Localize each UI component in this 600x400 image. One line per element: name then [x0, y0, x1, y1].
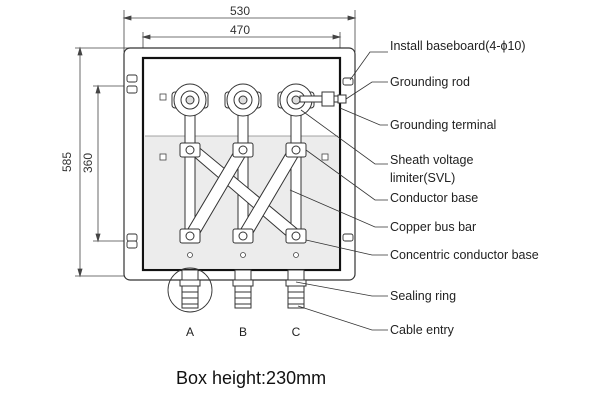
conductor-bases — [179, 142, 307, 158]
concentric-conductor-bases — [179, 228, 307, 244]
outer-width-label: 530 — [230, 4, 250, 18]
cable-entry-b — [232, 269, 254, 309]
phase-label-b: B — [239, 325, 247, 339]
cable-entries — [167, 267, 307, 313]
width-dimensions — [122, 10, 357, 56]
sheath-voltage-limiter-a — [171, 83, 209, 117]
phase-label-a: A — [186, 325, 194, 339]
label-svl-line1: Sheath voltage — [390, 153, 473, 167]
label-grounding-terminal: Grounding terminal — [390, 118, 496, 132]
label-install-baseboard: Install baseboard(4-ϕ10) — [390, 39, 526, 53]
label-copper-bus-bar: Copper bus bar — [390, 220, 476, 234]
box-height-caption: Box height:230mm — [176, 368, 327, 388]
outer-height-label: 585 — [60, 152, 74, 172]
label-svl-line2: limiter(SVL) — [390, 171, 455, 185]
leader-lines — [289, 51, 388, 331]
label-conductor-base: Conductor base — [390, 191, 478, 205]
inner-height-label: 360 — [81, 153, 95, 173]
label-concentric-conductor-base: Concentric conductor base — [390, 248, 539, 262]
mounting-holes — [126, 74, 354, 249]
cable-entry-a — [167, 267, 213, 313]
label-sealing-ring: Sealing ring — [390, 289, 456, 303]
cable-entry-c — [285, 269, 307, 309]
label-grounding-rod: Grounding rod — [390, 75, 470, 89]
phase-label-c: C — [292, 325, 301, 339]
label-cable-entry: Cable entry — [390, 323, 455, 337]
inner-width-label: 470 — [230, 23, 250, 37]
sheath-voltage-limiter-b — [224, 83, 262, 117]
